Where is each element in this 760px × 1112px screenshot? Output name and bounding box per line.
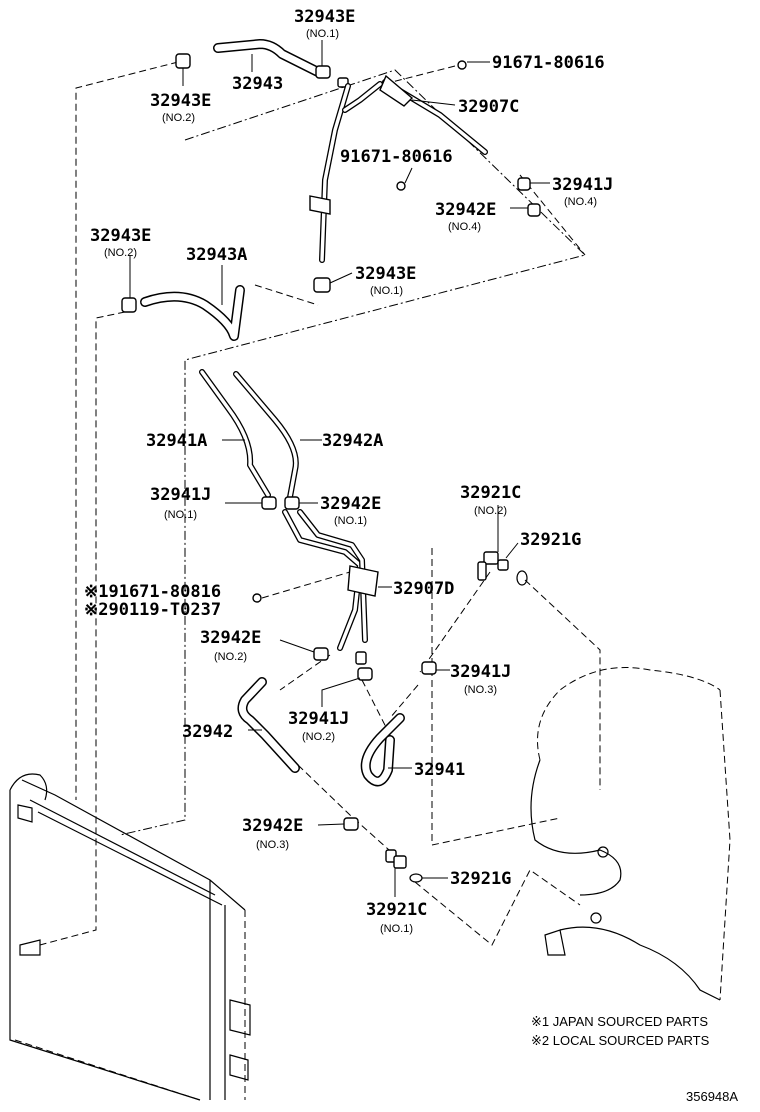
sublabel-32941j-no1: (NO.1)	[164, 509, 197, 521]
bolt-91671-top[interactable]	[457, 60, 467, 70]
sublabel-32921c-no2: (NO.2)	[474, 505, 507, 517]
label-32921g-bot: 32921G	[450, 869, 511, 889]
sublabel-32941j-no4: (NO.4)	[564, 196, 597, 208]
label-91671-japan: ※191671-80816	[84, 582, 221, 602]
label-32907c: 32907C	[458, 97, 519, 117]
note-japan-sourced: ※1 JAPAN SOURCED PARTS	[531, 1014, 708, 1029]
fitting-32907d	[355, 651, 367, 665]
label-90119-local: ※290119-T0237	[84, 600, 221, 620]
hose-32943[interactable]	[213, 39, 323, 77]
phantom-lines	[39, 61, 601, 946]
bolt-91671-mid[interactable]	[396, 181, 406, 191]
label-32941j-no1: 32941J	[150, 485, 211, 505]
label-32942a: 32942A	[322, 431, 383, 451]
label-32921c-no2: 32921C	[460, 483, 521, 503]
label-32941j-no3: 32941J	[450, 662, 511, 682]
label-32941a: 32941A	[146, 431, 207, 451]
label-32943e-no2: 32943E	[150, 91, 211, 111]
union-32921c-no2[interactable]	[477, 551, 509, 581]
bolt-91671-japan[interactable]	[252, 593, 262, 603]
gasket-32921g-bot[interactable]	[409, 873, 423, 883]
clip-32942e-no2[interactable]	[313, 647, 329, 661]
sublabel-32942e-no4: (NO.4)	[448, 221, 481, 233]
label-32942e-no2: 32942E	[200, 628, 261, 648]
label-32942e-no4: 32942E	[435, 200, 496, 220]
note-local-sourced: ※2 LOCAL SOURCED PARTS	[531, 1033, 710, 1048]
clip-32943e-no1-mid[interactable]	[313, 277, 331, 293]
transmission-outline	[530, 667, 731, 1001]
sublabel-32921c-no1: (NO.1)	[380, 923, 413, 935]
label-91671-top: 91671-80616	[492, 53, 605, 73]
label-32943: 32943	[232, 74, 283, 94]
pipe-assembly-32907d[interactable]	[282, 509, 379, 651]
union-32921c-no1[interactable]	[385, 849, 407, 869]
hose-32941[interactable]	[360, 713, 405, 787]
sublabel-32942e-no3: (NO.3)	[256, 839, 289, 851]
gasket-32921g-top[interactable]	[516, 570, 528, 586]
clip-32941j-no4[interactable]	[517, 177, 531, 191]
label-91671-mid: 91671-80616	[340, 147, 453, 167]
label-32907d: 32907D	[393, 579, 454, 599]
clip-32942e-no3[interactable]	[343, 817, 359, 831]
label-32941j-no4: 32941J	[552, 175, 613, 195]
clip-32942e-no4[interactable]	[527, 203, 541, 217]
label-32943e-no2b: 32943E	[90, 226, 151, 246]
label-32921g-top: 32921G	[520, 530, 581, 550]
label-32942e-no1: 32942E	[320, 494, 381, 514]
hose-32942[interactable]	[237, 677, 300, 773]
radiator	[9, 773, 251, 1101]
clip-32943e-no2-top[interactable]	[175, 53, 191, 69]
label-32941: 32941	[414, 760, 465, 780]
hose-32943a[interactable]	[140, 285, 245, 341]
clip-32941j-no2[interactable]	[357, 667, 373, 681]
sublabel-32941j-no2: (NO.2)	[302, 731, 335, 743]
sublabel-32942e-no1: (NO.1)	[334, 515, 367, 527]
clip-32943e-no1-top[interactable]	[315, 65, 331, 79]
sublabel-32943e-no1b: (NO.1)	[370, 285, 403, 297]
clip-32941j-no1[interactable]	[261, 496, 277, 510]
sublabel-32941j-no3: (NO.3)	[464, 684, 497, 696]
clip-32941j-no3[interactable]	[421, 661, 437, 675]
sublabel-32942e-no2: (NO.2)	[214, 651, 247, 663]
leader-lines	[129, 40, 550, 897]
sublabel-32943e-no2b: (NO.2)	[104, 247, 137, 259]
label-32943e-no1: 32943E	[294, 7, 355, 27]
label-32921c-no1: 32921C	[366, 900, 427, 920]
label-32943a: 32943A	[186, 245, 247, 265]
hose-32941a[interactable]	[199, 369, 271, 498]
pipe-assembly-32907c[interactable]	[309, 74, 488, 263]
sublabel-32943e-no1: (NO.1)	[306, 28, 339, 40]
hose-32942a[interactable]	[233, 371, 299, 500]
label-32941j-no2: 32941J	[288, 709, 349, 729]
label-32942: 32942	[182, 722, 233, 742]
clip-32942e-no1[interactable]	[284, 496, 300, 510]
label-32942e-no3: 32942E	[242, 816, 303, 836]
sublabel-32943e-no2: (NO.2)	[162, 112, 195, 124]
label-32943e-no1b: 32943E	[355, 264, 416, 284]
clip-32943e-no2-mid[interactable]	[121, 297, 137, 313]
diagram-id: 356948A	[686, 1089, 738, 1104]
